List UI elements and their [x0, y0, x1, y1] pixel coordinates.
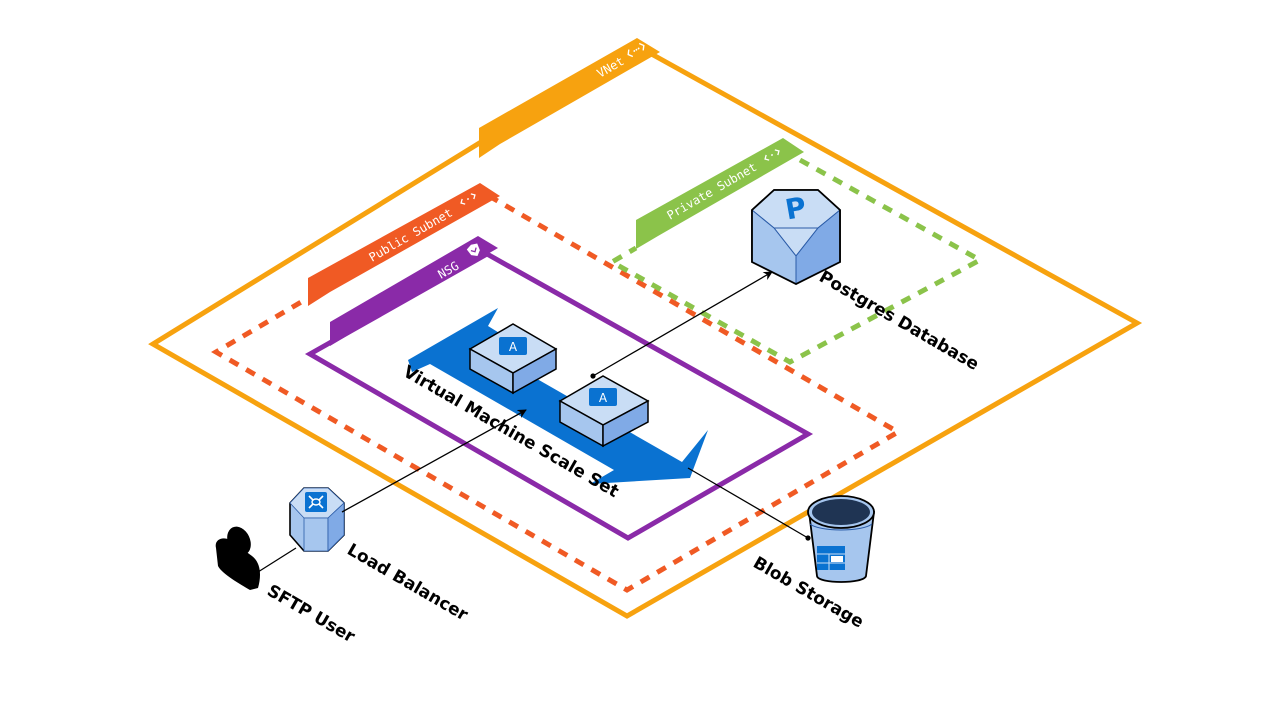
- edge-vmss-to-blob: [687, 467, 811, 541]
- postgres-icon: P: [751, 189, 841, 286]
- bucket-icon: [807, 495, 876, 583]
- sftp-user-label: SFTP User: [264, 581, 359, 647]
- vnet-icon: [627, 42, 645, 58]
- public-subnet-icon: [460, 193, 476, 205]
- user-icon: [215, 526, 260, 590]
- private-subnet-boundary: [606, 157, 986, 365]
- vm-instance-2[interactable]: A: [558, 375, 650, 448]
- vnet-boundary: [148, 43, 1143, 619]
- vm-badge-letter: A: [599, 391, 608, 405]
- edge-load-balancer-to-vmss: [341, 409, 527, 513]
- load-balancer-icon: [289, 487, 345, 552]
- blob-storage-node[interactable]: Blob Storage: [750, 495, 876, 632]
- nsg-tab: [330, 236, 498, 346]
- vm-instance-1[interactable]: A: [468, 323, 558, 395]
- vm-badge-letter: A: [509, 340, 518, 354]
- load-balancer-label: Load Balancer: [344, 540, 472, 626]
- vm-right-face: [512, 347, 557, 395]
- vm-badge: [589, 388, 617, 406]
- private-subnet-label: Private Subnet: [665, 160, 760, 223]
- edge-vmss-to-postgres: [590, 271, 773, 379]
- postgres-label: Postgres Database: [816, 267, 983, 375]
- vm-badge: [499, 337, 527, 355]
- nsg-container[interactable]: NSG: [304, 236, 814, 541]
- shield-icon: [466, 243, 480, 257]
- vm-right-face: [602, 399, 649, 448]
- private-subnet-icon: [764, 149, 780, 161]
- public-subnet-label: Public Subnet: [367, 206, 455, 265]
- edge-user-to-load-balancer: [257, 547, 297, 573]
- public-subnet-boundary: [211, 193, 903, 593]
- vnet-tab: [479, 38, 660, 158]
- private-subnet-tab: [636, 138, 804, 249]
- public-subnet-tab: [308, 183, 500, 306]
